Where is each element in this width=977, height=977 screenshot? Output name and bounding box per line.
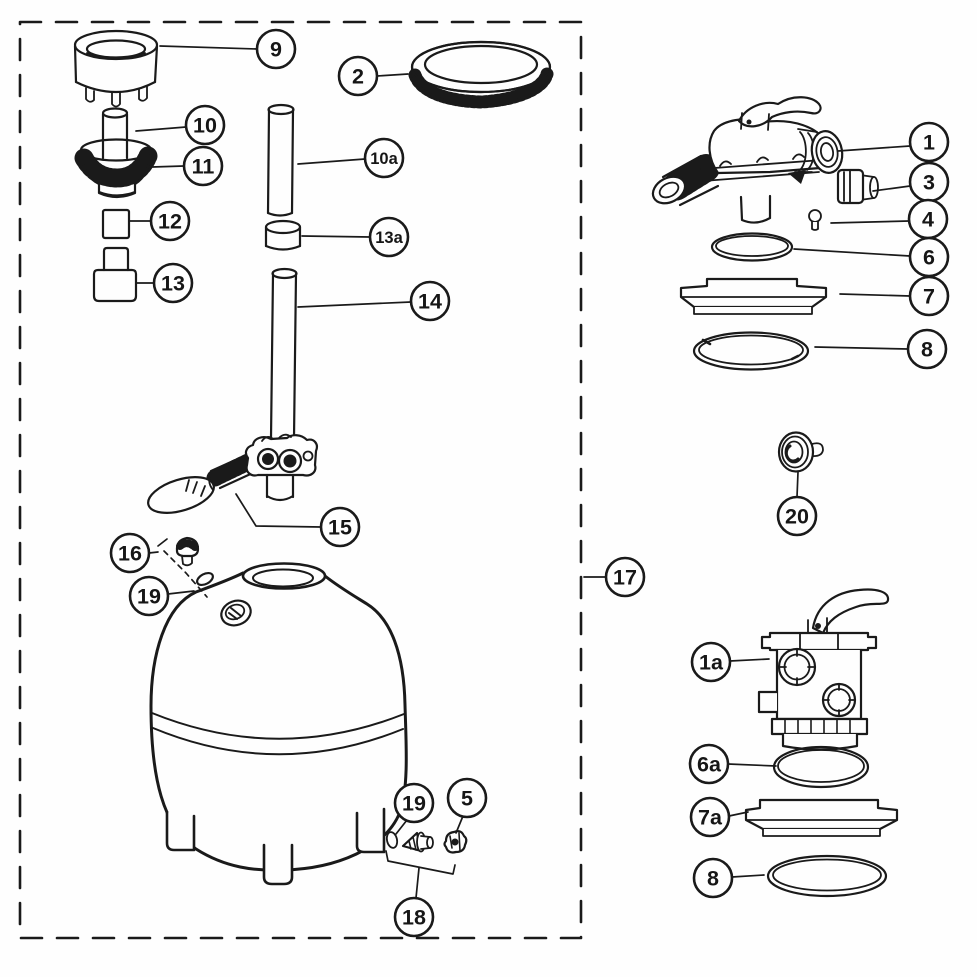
part-18-drain-plug-illustration <box>401 831 434 853</box>
callout-number: 3 <box>923 171 935 195</box>
callout-number: 19 <box>402 792 426 816</box>
callout-3: 3 <box>872 161 950 203</box>
callout-8: 8 <box>692 857 765 899</box>
callout-4: 4 <box>830 198 949 240</box>
callout-11: 11 <box>151 145 224 187</box>
part-1-valve-illustration <box>651 96 844 224</box>
callout-14: 14 <box>297 280 451 322</box>
callout-number: 7 <box>923 285 935 309</box>
callout-19: 19 <box>393 782 435 835</box>
part-6-illustration <box>710 232 794 262</box>
callout-12: 12 <box>129 200 191 242</box>
callout-number: 8 <box>921 338 933 362</box>
callout-number: 9 <box>270 38 282 62</box>
callout-1: 1 <box>837 121 950 163</box>
callout-number: 5 <box>461 787 473 811</box>
part-17-tank-illustration <box>149 562 408 886</box>
callout-13a: 13a <box>301 216 410 258</box>
callout-number: 20 <box>785 505 809 529</box>
callout-7: 7 <box>839 275 950 317</box>
part-8-bottom-illustration <box>766 854 888 898</box>
callout-number: 8 <box>707 867 719 891</box>
callout-13: 13 <box>136 262 194 304</box>
callout-10a: 10a <box>297 137 405 179</box>
callout-number: 13a <box>375 229 403 247</box>
callout-number: 2 <box>352 65 364 89</box>
part-7-illustration <box>679 277 828 315</box>
callout-15: 15 <box>235 493 361 548</box>
callout-number: 18 <box>402 906 426 930</box>
bracket-and-reference-lines <box>157 538 456 875</box>
callout-5: 5 <box>446 777 488 834</box>
callout-number: 13 <box>161 272 185 296</box>
dashed-boundary-box <box>18 20 583 940</box>
part-7a-illustration <box>744 798 899 837</box>
callout-17: 17 <box>583 556 646 598</box>
part-2-illustration <box>408 40 554 109</box>
callout-number: 6 <box>923 246 935 270</box>
callout-18: 18 <box>393 867 435 938</box>
callout-10: 10 <box>135 104 226 146</box>
callout-9: 9 <box>159 28 297 70</box>
callout-number: 16 <box>118 542 142 566</box>
part-9-illustration <box>73 29 159 108</box>
part-19-bottom-illustration <box>385 831 399 849</box>
callout-number: 7a <box>698 806 723 830</box>
callout-19: 19 <box>128 575 195 617</box>
callout-number: 6a <box>697 753 722 777</box>
callout-6: 6 <box>793 236 950 278</box>
callout-number: 11 <box>192 155 215 179</box>
callout-7a: 7a <box>689 796 749 838</box>
part-10-illustration <box>101 107 129 160</box>
part-13-illustration <box>92 246 138 303</box>
callout-8: 8 <box>814 328 948 370</box>
part-3-illustration <box>836 168 879 205</box>
part-6a-illustration <box>772 745 870 789</box>
callout-number: 10a <box>370 150 398 168</box>
part-20-illustration <box>777 431 824 473</box>
callout-number: 1 <box>923 131 935 155</box>
callout-1a: 1a <box>690 641 770 683</box>
callout-6a: 6a <box>688 743 777 785</box>
part-12-illustration <box>101 208 131 240</box>
callout-number: 15 <box>328 516 352 540</box>
callout-20: 20 <box>776 471 818 537</box>
callout-16: 16 <box>109 532 159 574</box>
callout-number: 14 <box>418 290 442 314</box>
callout-number: 12 <box>158 210 182 234</box>
part-4-illustration <box>808 209 822 231</box>
part-5-illustration <box>443 830 468 854</box>
callout-number: 4 <box>922 208 934 232</box>
callout-number: 1a <box>699 651 724 675</box>
part-16-illustration <box>175 536 200 567</box>
part-8-top-illustration <box>692 331 810 371</box>
part-19-top-illustration <box>196 571 214 587</box>
callout-number: 19 <box>137 585 161 609</box>
callout-2: 2 <box>337 55 409 97</box>
part-1a-valve-illustration <box>757 588 890 751</box>
part-15-illustration <box>147 433 318 514</box>
part-11-illustration <box>74 138 158 199</box>
callout-number: 17 <box>613 566 637 590</box>
part-10a-illustration <box>266 103 295 217</box>
callout-number: 10 <box>193 114 217 138</box>
part-14-illustration <box>269 267 298 440</box>
part-13a-illustration <box>264 219 302 251</box>
